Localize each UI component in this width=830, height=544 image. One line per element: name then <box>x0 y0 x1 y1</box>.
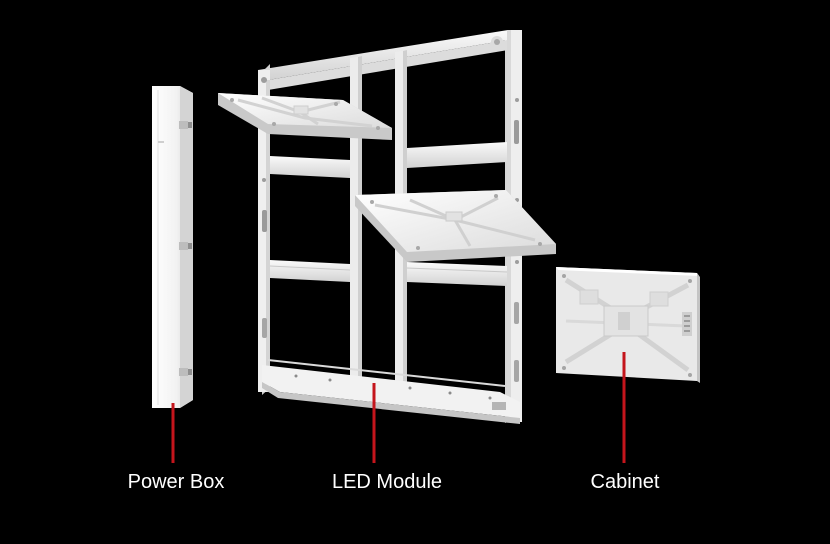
led-module-upper-illustration <box>218 93 392 140</box>
led-module-middle-illustration <box>355 190 556 262</box>
led-module-label: LED Module <box>331 471 443 493</box>
power-box-label: Power Box <box>127 471 225 493</box>
cabinet-label: Cabinet <box>590 471 660 493</box>
power-box-illustration <box>152 86 193 408</box>
cabinet-panel-illustration <box>556 267 700 383</box>
